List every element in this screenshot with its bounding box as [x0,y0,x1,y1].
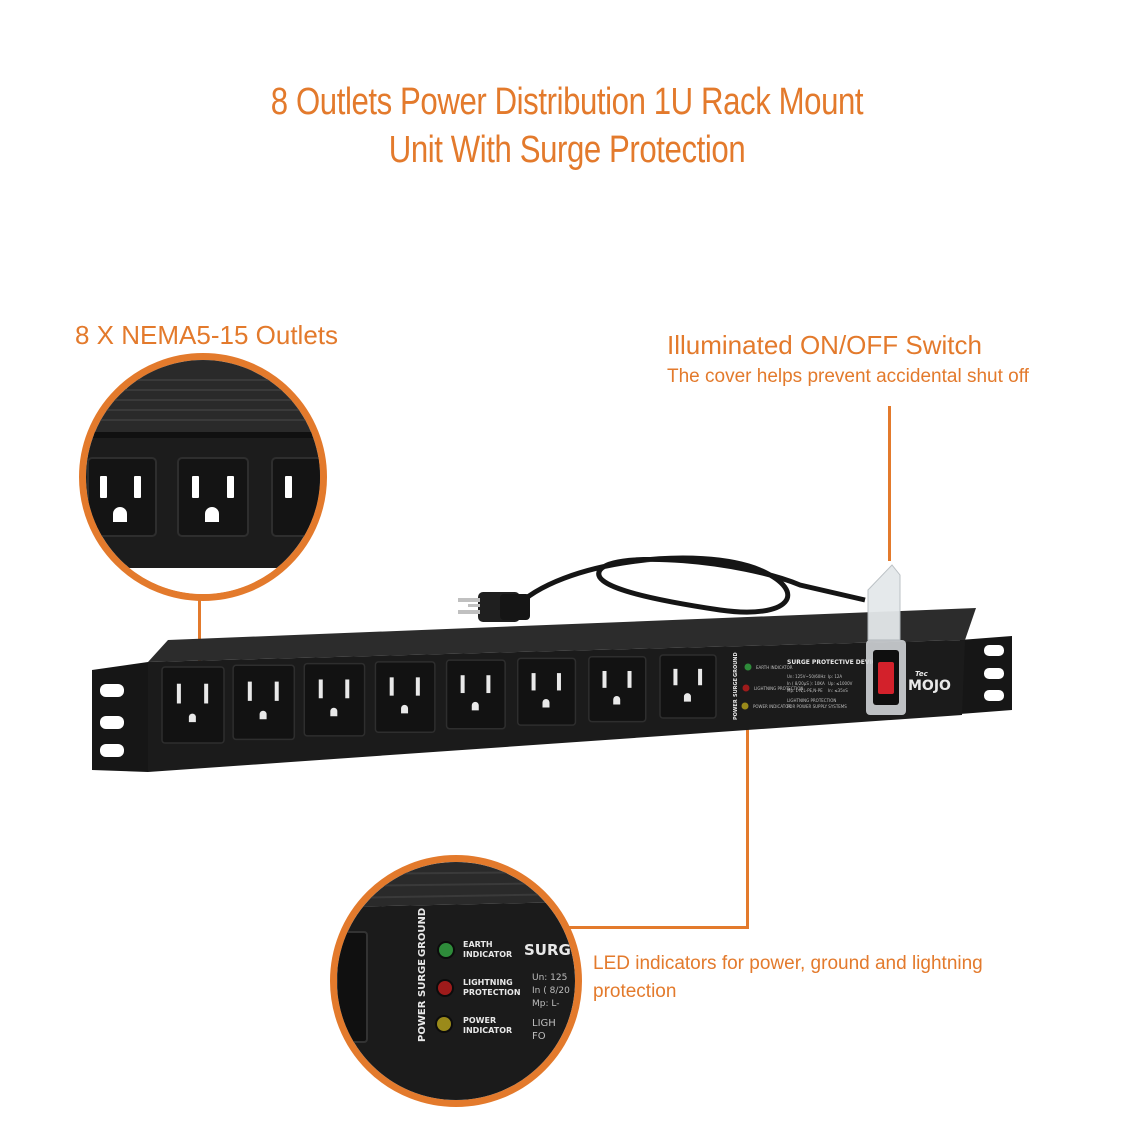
led-callout: LED indicators for power, ground and lig… [593,953,983,1002]
spec-5: Up: ≤1000V [828,681,853,686]
title-line-2: Unit With Surge Protection [388,129,746,171]
switch-callout-sub: The cover helps prevent accidental shut … [667,366,1029,387]
zoom-spec-1: Un: 125 [532,973,567,983]
led-power [741,702,749,710]
zoom-outlet-edge [337,931,368,1043]
switch-callout-title: Illuminated ON/OFF Switch [667,330,982,360]
led-panel: POWER SURGE GROUND EARTH INDICATOR LIGHT… [733,652,880,720]
zoom-footer-1: LIGH [532,1018,556,1029]
led-lightning-label: LIGHTNING PROTECTION [754,686,803,691]
zoom-earth-2: INDICATOR [463,950,512,959]
zoom-vert-surge: SURGE [417,959,428,997]
zoom-vert-power: POWER [417,1000,428,1042]
outlet-1 [161,666,225,744]
led-zoom-circle: POWER SURGE GROUND EARTH INDICATOR LIGHT… [330,855,582,1107]
outlet-3 [303,662,366,737]
zoom-power-1: POWER [463,1016,496,1025]
zoom-footer-2: FO [532,1031,546,1042]
left-rack-ear [92,662,148,772]
zoom-heading: SURGE [524,941,575,959]
zoom-light-1: LIGHTNING [463,978,513,987]
outlet-4 [374,661,436,734]
outlet-8 [659,654,717,719]
power-cord [513,555,866,615]
zoom-led-earth [437,941,455,959]
spec-6: In: ≤35nS [828,688,848,693]
led-earth-label: EARTH INDICATOR [756,665,793,670]
outlet-6 [516,657,577,726]
spec-4: Ip: 12A [828,674,842,679]
vert-label-surge: SURGE [733,677,739,697]
zoom-outlet-3 [271,457,320,537]
zoom-led-lightning [436,979,454,997]
outlet-row [161,654,717,744]
spec-1: Un: 125V~50/60Hz [787,674,825,679]
zoom-earth-1: EARTH [463,940,493,949]
led-lightning [742,684,750,692]
device-top-face [148,608,976,662]
led-earth [744,663,752,671]
panel-footer-2: FOR POWER SUPPLY SYSTEMS [787,704,847,709]
led-leader-line-horizontal [553,926,749,929]
power-plug [458,592,530,622]
zoom-led-power [435,1015,453,1033]
zoom-spec-2: In ( 8/20 [532,986,570,996]
vert-label-power: POWER [733,699,739,720]
zoom-power-2: INDICATOR [463,1026,512,1035]
brand-logo: MOJO [908,678,951,694]
outlet-7 [588,655,647,723]
panel-footer-1: LIGHTNING PROTECTION [787,698,836,703]
spec-2: In ( 8/20μS ): 10KA [787,681,825,686]
switch-leader-line [888,406,891,561]
outlet-5 [445,659,506,730]
brand-small: Tec [915,670,929,678]
right-rack-ear [960,636,1012,714]
led-power-label: POWER INDICATOR [753,704,791,709]
led-zoom-image: POWER SURGE GROUND EARTH INDICATOR LIGHT… [337,862,575,1100]
zoom-outlet-1 [87,457,157,537]
switch-cover [867,564,901,641]
zoom-outlet-2 [177,457,249,537]
outlets-zoom-image [86,360,320,594]
led-leader-line-vertical [746,725,749,928]
illuminated-switch [866,564,906,715]
pdu-device-image: POWER SURGE GROUND EARTH INDICATOR LIGHT… [92,555,1012,772]
zoom-spec-3: Mp: L- [532,999,559,1009]
panel-heading: SURGE PROTECTIVE DEVICE [787,659,880,666]
spec-3: Mp: L-N,L-PE,N-PE [787,688,823,693]
zoom-light-2: PROTECTION [463,988,521,997]
zoom-vert-ground: GROUND [417,908,428,957]
outlets-callout: 8 X NEMA5-15 Outlets [75,320,338,350]
title-line-1: 8 Outlets Power Distribution 1U Rack Mou… [270,81,864,123]
vert-label-ground: GROUND [733,652,739,677]
outlet-2 [232,664,296,741]
page-title: 8 Outlets Power Distribution 1U Rack Mou… [102,78,1032,174]
outlets-zoom-circle [79,353,327,601]
